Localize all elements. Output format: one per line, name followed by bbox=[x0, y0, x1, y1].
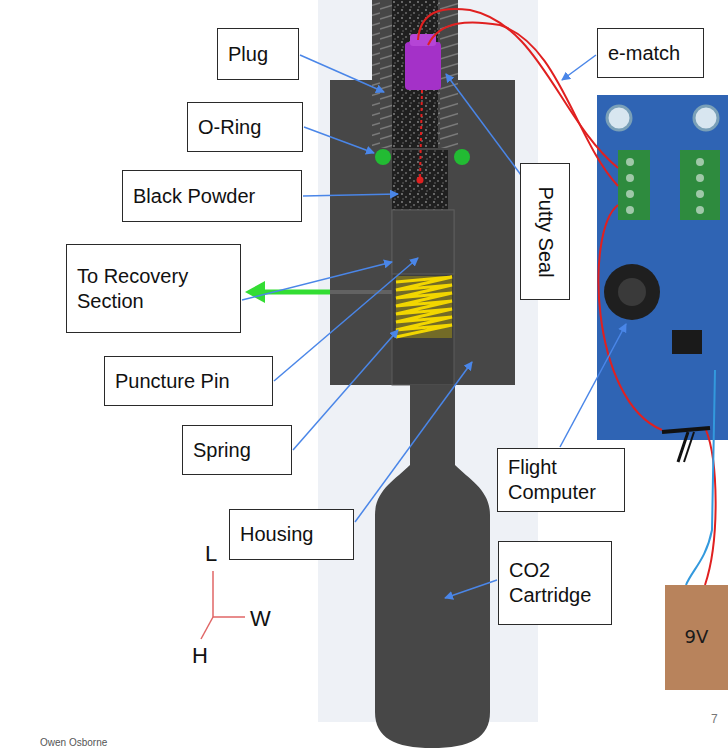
e-match-wire bbox=[428, 22, 618, 186]
axis-line bbox=[201, 617, 213, 639]
part-label: Black Powder bbox=[133, 184, 255, 209]
part-label: Puncture Pin bbox=[115, 369, 230, 394]
callout-box: To Recovery Section bbox=[66, 244, 241, 333]
callout-box: Black Powder bbox=[122, 170, 302, 222]
e-match-head bbox=[417, 177, 424, 184]
black-powder bbox=[392, 150, 448, 210]
terminal-screw bbox=[626, 206, 634, 214]
thread bbox=[372, 0, 392, 148]
chip bbox=[672, 330, 702, 354]
author-name: Owen Osborne bbox=[40, 737, 107, 748]
leader-line bbox=[446, 74, 521, 175]
terminal-screw bbox=[696, 158, 704, 166]
part-label: Putty Seal bbox=[533, 186, 558, 277]
leader-line bbox=[293, 330, 398, 450]
leader-line bbox=[355, 362, 472, 522]
callout-box: Spring bbox=[182, 425, 292, 475]
outlet-arrow-head bbox=[245, 281, 265, 303]
putty-seal bbox=[405, 42, 441, 90]
axis-label: W bbox=[250, 606, 271, 632]
e-match-wire bbox=[418, 9, 618, 168]
leader-line bbox=[242, 262, 392, 300]
callout-box: Puncture Pin bbox=[104, 356, 273, 406]
terminal-screw bbox=[626, 158, 634, 166]
leader-line bbox=[562, 55, 596, 80]
terminal-block bbox=[680, 150, 720, 220]
leader-line bbox=[304, 127, 374, 153]
callout-box: Housing bbox=[229, 509, 354, 560]
part-label: O-Ring bbox=[198, 115, 261, 140]
part-label: To Recovery Section bbox=[77, 264, 230, 314]
mount-hole bbox=[607, 106, 631, 130]
terminal-screw bbox=[696, 206, 704, 214]
part-label: Housing bbox=[240, 522, 313, 547]
callout-box: Flight Computer bbox=[497, 448, 625, 512]
callout-box: e-match bbox=[597, 28, 704, 78]
part-label: 9V bbox=[685, 626, 709, 649]
terminal-screw bbox=[696, 190, 704, 198]
switch-symbol bbox=[684, 432, 694, 462]
axis-label: L bbox=[205, 541, 217, 567]
part-label: Plug bbox=[228, 42, 268, 67]
callout-box: Plug bbox=[217, 28, 299, 80]
leader-line bbox=[303, 194, 398, 196]
barometer bbox=[604, 264, 660, 320]
spring-area bbox=[396, 276, 452, 338]
puncture-pin bbox=[392, 210, 454, 274]
page-number: 7 bbox=[711, 712, 718, 726]
callout-box: CO2 Cartridge bbox=[498, 541, 612, 625]
callout-box: O-Ring bbox=[187, 102, 303, 152]
gas-channel bbox=[330, 290, 392, 294]
leader-line bbox=[274, 258, 418, 381]
mount-hole bbox=[694, 106, 718, 130]
spring bbox=[396, 277, 452, 337]
axis-label: H bbox=[192, 643, 208, 669]
e-match-lead bbox=[420, 90, 422, 180]
callout-box: Putty Seal bbox=[520, 163, 570, 300]
axis-line bbox=[212, 571, 214, 617]
part-label: Flight Computer bbox=[508, 455, 614, 505]
o-ring bbox=[375, 149, 391, 165]
part-label: Spring bbox=[193, 438, 251, 463]
terminal-screw bbox=[626, 174, 634, 182]
putty-seal bbox=[410, 34, 436, 46]
switch-symbol bbox=[662, 428, 710, 432]
leader-line bbox=[445, 580, 497, 598]
ground-wire bbox=[686, 370, 715, 585]
part-label: e-match bbox=[608, 41, 680, 66]
terminal-screw bbox=[696, 174, 704, 182]
part-label: CO2 Cartridge bbox=[509, 558, 601, 608]
bore bbox=[392, 210, 454, 385]
barometer bbox=[618, 278, 646, 306]
leader-line bbox=[560, 324, 626, 447]
co2-cartridge bbox=[375, 385, 490, 748]
terminal-screw bbox=[626, 190, 634, 198]
o-ring bbox=[454, 149, 470, 165]
flight-computer-board bbox=[597, 95, 728, 440]
leader-line bbox=[300, 55, 384, 92]
terminal-block bbox=[618, 150, 650, 220]
axis-line bbox=[213, 616, 245, 618]
battery-box: 9V bbox=[665, 585, 728, 690]
power-wire bbox=[598, 205, 662, 430]
